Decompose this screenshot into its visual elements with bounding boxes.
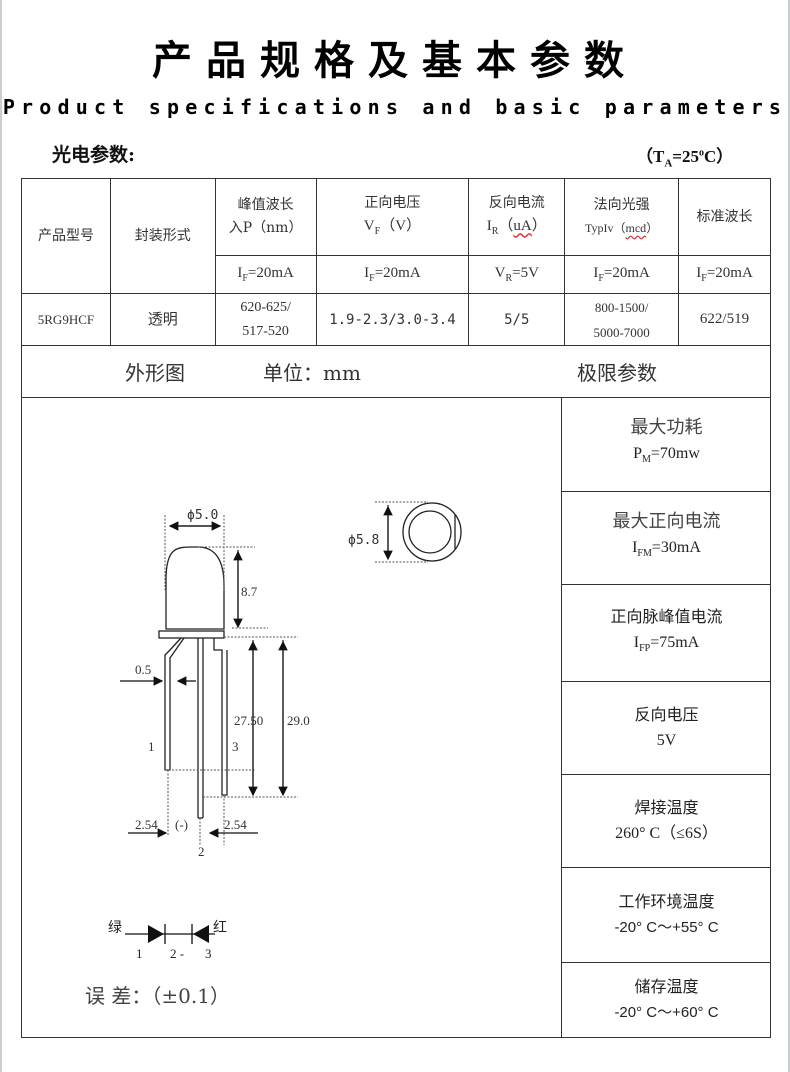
dim-lead-long: 29.0 — [287, 713, 310, 728]
limit-max-forward-current: 最大正向电流 IFM=30mA — [562, 492, 771, 585]
condition-cell: IF=20mA — [564, 255, 680, 294]
led-outline-drawing: ϕ5.0 ϕ5.8 8.7 0.5 27.50 29.0 1 3 2.54 2.… — [108, 501, 462, 961]
header-dominant-wavelength: 标准波长 — [678, 178, 771, 256]
cell-model: 5RG9HCF — [21, 293, 111, 346]
limit-solder-temp: 焊接温度 260° C（≤6S） — [562, 775, 771, 868]
cell-forward-voltage: 1.9-2.3/3.0-3.4 — [315, 293, 470, 346]
dim-body-diameter: ϕ5.0 — [187, 508, 218, 523]
page-subtitle: Product specifications and basic paramet… — [2, 95, 788, 119]
condition-cell: VR=5V — [468, 255, 566, 294]
cell-package: 透明 — [109, 293, 216, 346]
top-view-flange-icon — [402, 502, 462, 562]
limits-column: 最大功耗 PM=70mw 最大正向电流 IFM=30mA 正向脉峰值电流 IFP… — [561, 397, 771, 1037]
schematic-pin-1: 1 — [136, 946, 143, 961]
dim-lead-short: 27.50 — [234, 713, 263, 728]
led-body-outline — [158, 546, 228, 819]
pin-1-label: 1 — [148, 739, 155, 754]
limits-label: 极限参数 — [577, 361, 657, 385]
dim-lead-width: 0.5 — [135, 662, 151, 677]
dimension-arrows — [120, 505, 393, 838]
header-peak-wavelength: 峰值波长 入P（nm） — [214, 178, 317, 256]
pin-2-label: 2 — [198, 844, 205, 859]
header-luminous-intensity: 法向光强 TypIv（mcd） — [564, 178, 680, 256]
cell-dominant-wavelength: 622/519 — [678, 293, 771, 346]
dimension-guides — [164, 501, 428, 845]
outline-header: 外形图 单位：mm 极限参数 — [22, 345, 770, 398]
schematic-pin-2: 2 - — [170, 946, 184, 961]
spec-table: 产品型号 封装形式 峰值波长 入P（nm） 正向电压 VF（V） 反向电流 IR… — [21, 178, 771, 346]
table-row: 5RG9HCF 透明 620-625/ 517-520 1.9-2.3/3.0-… — [21, 293, 771, 346]
limit-storage-temp: 储存温度 -20° C～+60° C — [614, 977, 719, 1021]
red-label: 红 — [213, 920, 227, 936]
header-model: 产品型号 — [21, 178, 111, 294]
limit-operating-temp: 工作环境温度 -20° C～+55° C — [562, 868, 771, 963]
table-condition-row: IF=20mA IF=20mA VR=5V IF=20mA IF=20mA — [22, 255, 771, 294]
negative-mark: (-) — [175, 817, 188, 832]
outline-label: 外形图 — [125, 361, 185, 385]
tolerance-note: 误 差：（±0.1） — [85, 984, 230, 1008]
header-package: 封装形式 — [109, 178, 216, 294]
cell-reverse-current: 5/5 — [468, 293, 566, 346]
page-title: 产品规格及基本参数 — [152, 38, 638, 84]
page-edge-left — [0, 0, 2, 1072]
condition-cell: IF=20mA — [315, 255, 470, 294]
dim-pitch-right: 2.54 — [224, 817, 247, 832]
table-header-row: 产品型号 封装形式 峰值波长 入P（nm） 正向电压 VF（V） 反向电流 IR… — [21, 178, 771, 294]
limit-max-power: 最大功耗 PM=70mw — [562, 397, 771, 492]
pin-3-label: 3 — [232, 739, 239, 754]
diode-red-icon — [193, 925, 209, 943]
cell-luminous-intensity: 800-1500/ 5000-7000 — [564, 293, 680, 346]
section-label: 光电参数: — [52, 144, 136, 166]
dim-flange-diameter: ϕ5.8 — [348, 533, 379, 548]
outline-section: 外形图 单位：mm 极限参数 最大功耗 PM=70mw 最大正向电流 IFM=3… — [21, 345, 771, 1038]
page-edge-right — [788, 0, 790, 1072]
dim-height: 8.7 — [241, 584, 258, 599]
schematic-pin-3: 3 — [205, 946, 212, 961]
limit-peak-pulse-current: 正向脉峰值电流 IFP=75mA — [562, 585, 771, 682]
cell-peak-wavelength: 620-625/ 517-520 — [214, 293, 317, 346]
condition-cell: IF=20mA — [214, 255, 317, 294]
header-reverse-current: 反向电流 IR（uA） — [468, 178, 566, 256]
unit-label: 单位：mm — [263, 361, 361, 385]
dim-pitch-left: 2.54 — [135, 817, 158, 832]
condition-cell: IF=20mA — [678, 255, 771, 294]
diode-green-icon — [148, 925, 164, 943]
test-condition: （TA=25oC） — [636, 147, 734, 170]
green-label: 绿 — [108, 920, 122, 936]
limit-reverse-voltage: 反向电压 5V — [562, 682, 771, 775]
diode-schematic: 绿 红 1 2 - 3 — [108, 920, 227, 961]
